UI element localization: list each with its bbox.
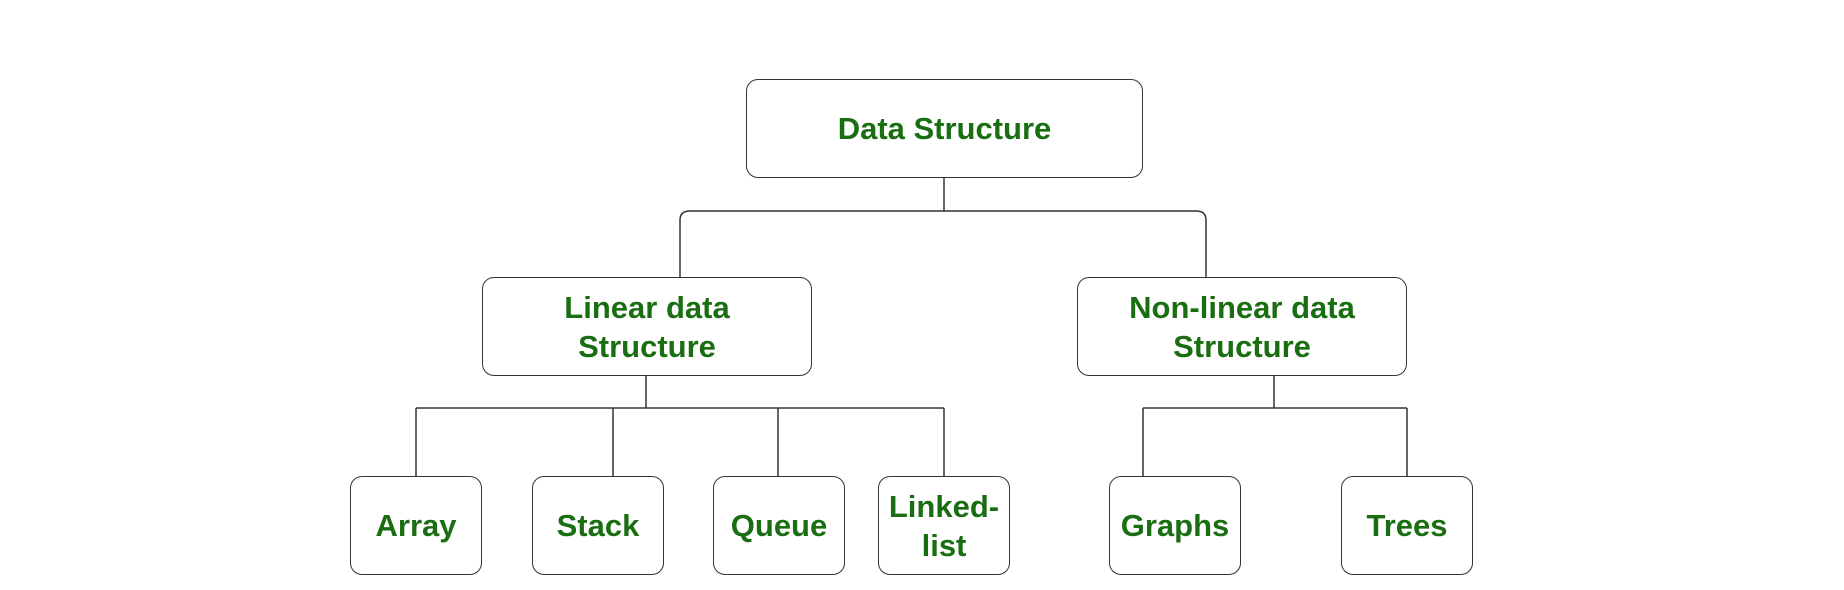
node-data-structure: Data Structure	[746, 79, 1143, 178]
node-label: Stack	[556, 508, 640, 543]
node-label: Linear data Structure	[564, 289, 730, 364]
node-label: Non-linear data Structure	[1129, 289, 1355, 364]
node-linear-data-structure: Linear data Structure	[482, 277, 812, 376]
node-stack: Stack	[532, 476, 664, 575]
node-label: Queue	[730, 508, 828, 543]
connector-root-bar	[679, 210, 1207, 277]
node-graphs: Graphs	[1109, 476, 1241, 575]
node-queue: Queue	[713, 476, 845, 575]
node-label: Linked- list	[888, 488, 1000, 563]
node-array: Array	[350, 476, 482, 575]
node-label: Trees	[1366, 508, 1448, 543]
node-linked-list: Linked- list	[878, 476, 1010, 575]
node-label: Graphs	[1120, 508, 1230, 543]
node-non-linear-data-structure: Non-linear data Structure	[1077, 277, 1407, 376]
node-label: Array	[375, 508, 457, 543]
node-label: Data Structure	[837, 111, 1052, 146]
node-trees: Trees	[1341, 476, 1473, 575]
